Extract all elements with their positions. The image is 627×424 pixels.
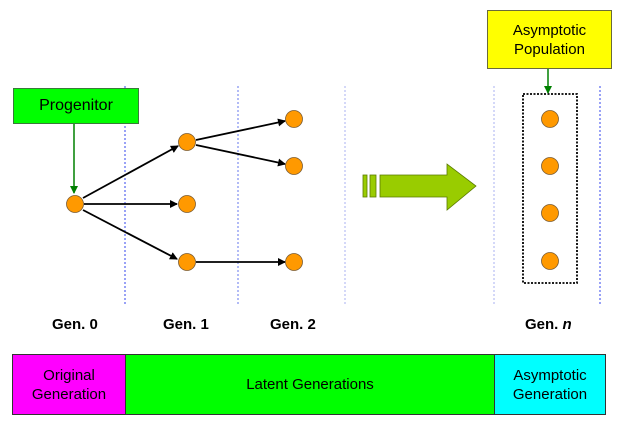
node-gen0 bbox=[66, 195, 84, 213]
band-latent-label: Latent Generations bbox=[246, 376, 374, 393]
edge-g0-g1a bbox=[82, 145, 179, 199]
edge-g0-g1c bbox=[82, 209, 178, 260]
asymptotic-population-label-line2: Population bbox=[514, 40, 585, 58]
band-asymptotic-line2: Generation bbox=[512, 385, 588, 403]
band-original-generation: Original Generation bbox=[12, 354, 126, 415]
node-gen2-a bbox=[285, 110, 303, 128]
asymptotic-population-label-line1: Asymptotic bbox=[512, 21, 587, 39]
band-asymptotic-line1: Asymptotic bbox=[513, 366, 587, 384]
progenitor-box: Progenitor bbox=[13, 88, 139, 124]
big-green-arrow-icon bbox=[362, 163, 477, 211]
node-genn-a bbox=[541, 110, 559, 128]
node-gen2-c bbox=[285, 253, 303, 271]
genn-label: Gen. n bbox=[525, 316, 572, 333]
node-genn-b bbox=[541, 157, 559, 175]
band-asymptotic-generation: Asymptotic Generation bbox=[494, 354, 606, 415]
band-original-line1: Original bbox=[43, 366, 95, 384]
edge-g1a-g2a bbox=[195, 118, 286, 141]
genn-variable: n bbox=[562, 316, 572, 333]
gen0-label: Gen. 0 bbox=[52, 316, 98, 333]
asymptotic-population-container bbox=[522, 93, 578, 284]
asymptotic-population-box: Asymptotic Population bbox=[487, 10, 612, 69]
node-gen1-a bbox=[178, 133, 196, 151]
band-latent-generations: Latent Generations bbox=[125, 354, 495, 415]
genn-prefix: Gen. bbox=[525, 316, 563, 333]
node-genn-c bbox=[541, 204, 559, 222]
node-gen1-c bbox=[178, 253, 196, 271]
gen2-label: Gen. 2 bbox=[270, 316, 316, 333]
progenitor-label: Progenitor bbox=[39, 97, 113, 114]
edge-g1a-g2b bbox=[195, 144, 286, 167]
gen1-label: Gen. 1 bbox=[163, 316, 209, 333]
node-gen2-b bbox=[285, 157, 303, 175]
node-genn-d bbox=[541, 252, 559, 270]
node-gen1-b bbox=[178, 195, 196, 213]
band-original-line2: Generation bbox=[31, 385, 107, 403]
